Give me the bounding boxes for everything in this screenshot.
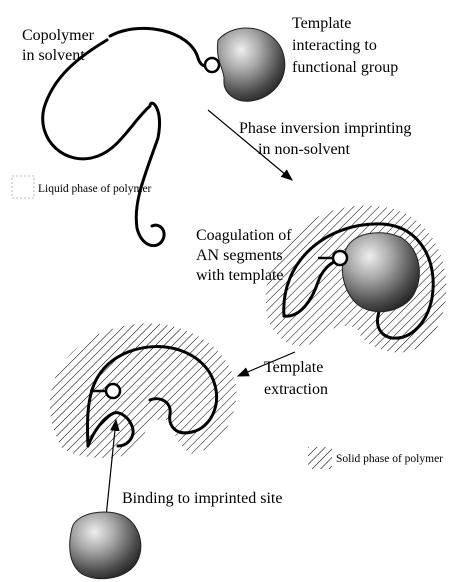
phase-inversion-label-2: in non-solvent [258, 141, 351, 158]
template-extraction-label-2: extraction [264, 381, 328, 398]
template-extraction-label-1: Template [264, 359, 323, 376]
copolymer-chain-tail [110, 28, 205, 66]
copolymer-label-2: in solvent [22, 47, 85, 64]
coagulation-label-2: AN segments [196, 247, 283, 264]
imprinted-site-group [106, 384, 120, 398]
coagulation-label-3: with template [196, 267, 284, 284]
functional-group-1 [205, 58, 219, 72]
template-label-1: Template [292, 15, 351, 32]
functional-group-2 [333, 251, 347, 265]
template-1 [217, 28, 284, 101]
liquid-phase-legend-label: Liquid phase of polymer [38, 183, 152, 195]
solid-phase-3 [50, 323, 237, 458]
solid-phase-legend-label: Solid phase of polymer [336, 453, 443, 465]
coagulation-label-1: Coagulation of [196, 227, 292, 244]
template-2 [342, 233, 419, 312]
binding-label: Binding to imprinted site [122, 490, 282, 507]
copolymer-label-1: Copolymer [22, 27, 95, 44]
template-label-2: interacting to [292, 37, 377, 54]
solid-phase-legend-swatch [308, 447, 332, 469]
phase-inversion-label-1: Phase inversion imprinting [239, 120, 411, 137]
template-3 [70, 512, 141, 579]
copolymer-chain [43, 40, 164, 246]
liquid-phase-legend-swatch [12, 176, 34, 198]
template-label-3: functional group [292, 59, 398, 76]
